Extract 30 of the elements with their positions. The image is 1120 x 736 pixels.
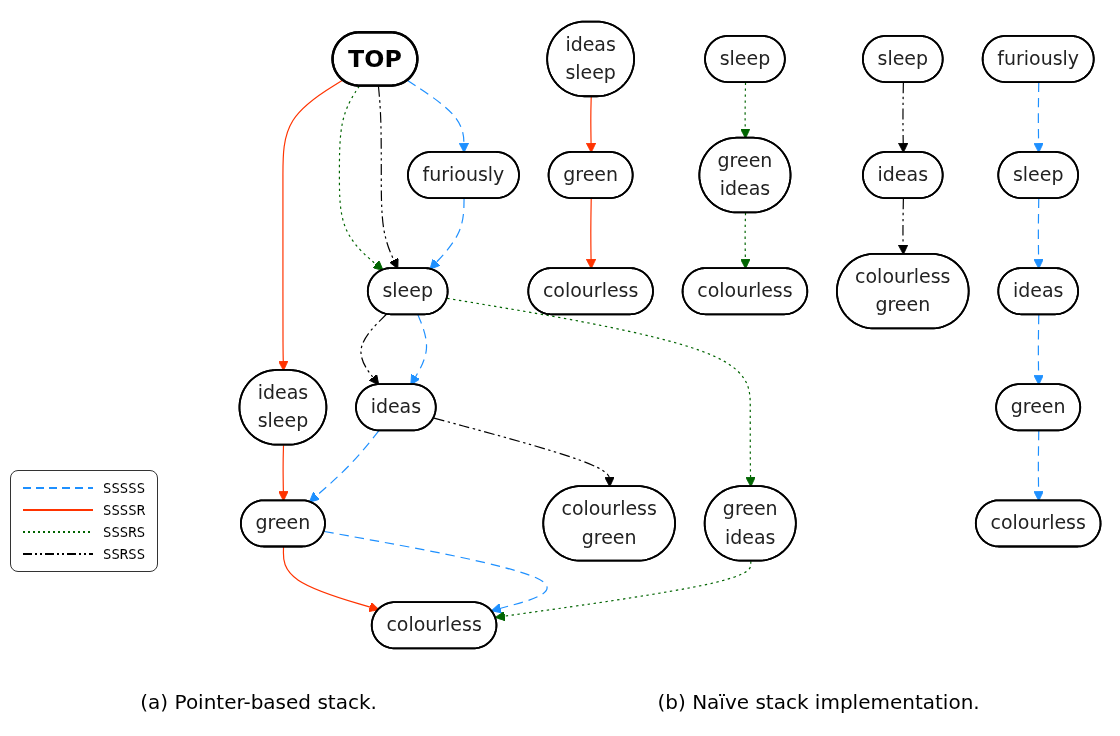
arrow [1033,82,1044,153]
arrow [429,198,465,270]
arrow [323,530,548,614]
arrow [1033,430,1044,502]
panel-caption: (b) Naïve stack implementation. [657,690,980,714]
arrow [740,212,751,270]
arrow [338,85,384,271]
arrow [282,546,380,613]
arrow [410,314,428,386]
arrow [407,79,470,153]
arrow [278,444,289,502]
arrow [585,96,597,153]
legend-text: SSSRS [103,524,146,540]
arrow [897,198,909,255]
arrow [898,82,909,153]
arrow [740,82,751,139]
arrow [278,79,344,371]
arrow [433,417,615,488]
arrow [377,85,399,270]
arrow [446,297,756,488]
arrow [1033,314,1044,386]
panel-caption: (a) Pointer-based stack. [140,690,377,714]
arrow [360,313,387,386]
legend-text: SSSSR [103,502,146,518]
arrow [308,430,380,503]
arrow [1033,198,1044,270]
arrow [585,198,597,270]
legend-text: SSRSS [103,546,146,562]
arrow [494,560,752,622]
legend-text: SSSSS [103,480,146,496]
